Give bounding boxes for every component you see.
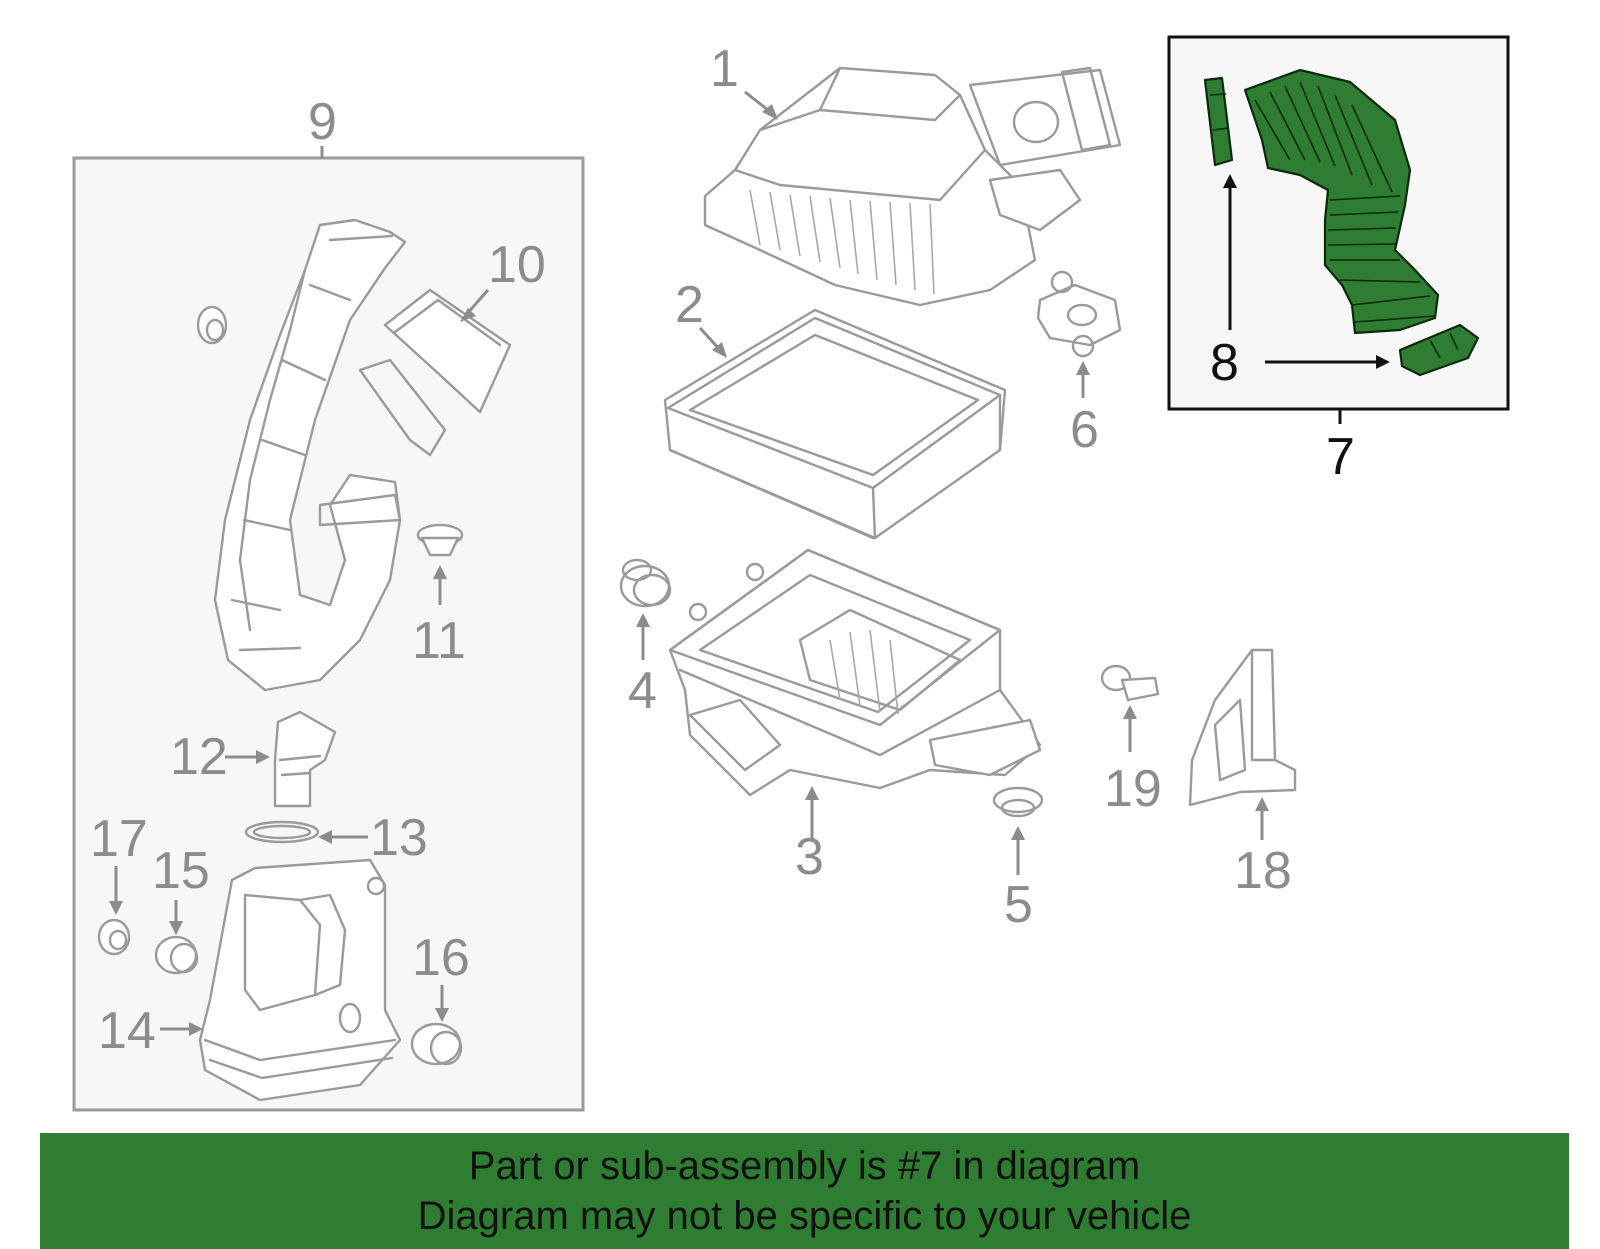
part-5-grommet[interactable] (992, 786, 1044, 818)
callout-7: 7 (1326, 428, 1355, 486)
part-7-intake-duct[interactable] (1203, 68, 1480, 377)
callout-15: 15 (152, 842, 210, 900)
part-4-grommet[interactable] (619, 558, 672, 608)
callout-17: 17 (90, 810, 148, 868)
part-12-connector[interactable] (273, 710, 337, 808)
part-6-sensor[interactable] (1036, 270, 1122, 358)
part-11-grommet[interactable] (416, 523, 464, 557)
part-9-outlet-duct[interactable] (213, 218, 407, 692)
callout-10: 10 (488, 236, 546, 294)
callout-13: 13 (370, 809, 428, 867)
callout-4: 4 (628, 662, 657, 720)
callout-18: 18 (1234, 842, 1292, 900)
part-10-seal[interactable] (358, 288, 512, 457)
callout-6: 6 (1070, 401, 1099, 459)
banner-line-1: Part or sub-assembly is #7 in diagram (468, 1144, 1141, 1188)
callout-19: 19 (1104, 760, 1162, 818)
part-19-clip[interactable] (1100, 664, 1160, 702)
callout-3: 3 (795, 828, 824, 886)
info-banner: Part or sub-assembly is #7 in diagram Di… (40, 1133, 1569, 1249)
callout-12: 12 (170, 728, 228, 786)
banner-line-2: Diagram may not be specific to your vehi… (417, 1194, 1192, 1238)
part-1-air-cleaner-cover[interactable] (703, 66, 1122, 307)
callout-2: 2 (675, 276, 704, 334)
callout-9: 9 (308, 93, 337, 151)
callout-11: 11 (412, 612, 466, 670)
part-14-resonator[interactable] (198, 858, 402, 1102)
part-13-o-ring[interactable] (244, 820, 320, 844)
part-17-washer[interactable] (97, 918, 131, 956)
part-16-plug[interactable] (410, 1022, 463, 1066)
part-3-lower-housing[interactable] (668, 548, 1042, 797)
callout-5: 5 (1004, 876, 1033, 934)
callout-14: 14 (98, 1002, 156, 1060)
callout-8: 8 (1210, 334, 1239, 392)
callout-16: 16 (412, 929, 470, 987)
callout-1: 1 (710, 40, 739, 98)
part-15-bushing[interactable] (154, 935, 199, 975)
part-18-bracket[interactable] (1188, 648, 1297, 807)
part-2-air-filter[interactable] (663, 308, 1007, 540)
part-9-clip (196, 305, 228, 345)
